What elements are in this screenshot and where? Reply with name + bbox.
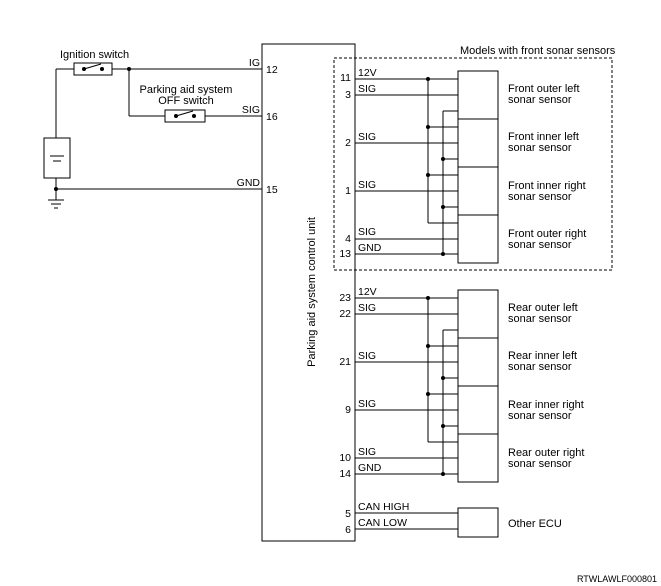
pin-label-sig-1: SIG [358, 179, 376, 191]
pin-label-can-high: CAN HIGH [358, 501, 409, 513]
front-sensor-box [457, 70, 499, 120]
rear-sensor-label: sonar sensor [508, 313, 572, 325]
ground-icon [48, 199, 64, 209]
control-unit-box [261, 43, 356, 542]
other-ecu-label: Other ECU [508, 518, 562, 530]
front-sensor-box [457, 166, 499, 216]
pin-number-16: 16 [266, 111, 278, 123]
parking-aid-switch-label-2: OFF switch [158, 95, 214, 107]
rear-sensor-label: Rear outer right [508, 447, 584, 459]
pin-number-13: 13 [339, 248, 351, 260]
junction-dot [54, 187, 58, 191]
ignition-switch-label: Ignition switch [60, 49, 129, 61]
pin-label-sig-2: SIG [358, 131, 376, 143]
rear-sensor-box [457, 289, 499, 339]
rear-sensor-label: sonar sensor [508, 410, 572, 422]
pin-label-sig-16: SIG [242, 104, 260, 116]
parking-aid-switch-symbol [164, 109, 206, 123]
rear-wiring [355, 289, 499, 483]
left-circuit [43, 62, 262, 209]
front-sensor-box [457, 214, 499, 264]
pin-label-sig-10: SIG [358, 446, 376, 458]
rear-sensor-box [457, 433, 499, 483]
front-sensor-label: sonar sensor [508, 142, 572, 154]
rear-sensor-label: Rear inner right [508, 399, 584, 411]
front-sensor-label: Front outer left [508, 83, 580, 95]
pin-label-sig-4: SIG [358, 226, 376, 238]
pin-number-11: 11 [340, 72, 351, 84]
other-ecu-box [457, 507, 499, 538]
pin-number-1: 1 [345, 185, 351, 197]
front-sensor-label: Front inner right [508, 180, 586, 192]
pin-label-gnd-15: GND [237, 177, 261, 189]
can-wiring [355, 507, 499, 538]
pin-label-ig: IG [249, 57, 260, 69]
pin-label-gnd-14: GND [358, 462, 382, 474]
rear-sensor-label: Rear outer left [508, 302, 578, 314]
front-sensor-label: Front outer right [508, 228, 586, 240]
pin-number-4: 4 [345, 233, 351, 245]
rear-sensor-box [457, 337, 499, 387]
pin-number-15: 15 [266, 184, 278, 196]
pin-label-gnd-13: GND [358, 242, 382, 254]
rear-sensor-box [457, 385, 499, 435]
pin-label-12v-front: 12V [358, 67, 377, 79]
pin-label-can-low: CAN LOW [358, 517, 407, 529]
rear-sensor-label: sonar sensor [508, 458, 572, 470]
pin-label-sig-9: SIG [358, 398, 376, 410]
pin-number-9: 9 [345, 404, 351, 416]
parking-aid-switch-label: Parking aid system [140, 84, 233, 96]
pin-label-sig-22: SIG [358, 302, 376, 314]
reference-code: RTWLAWLF000801 [577, 574, 657, 584]
pin-number-12: 12 [266, 64, 278, 76]
models-front-label: Models with front sonar sensors [460, 45, 616, 57]
pin-number-14: 14 [339, 468, 351, 480]
front-sensor-label: sonar sensor [508, 94, 572, 106]
pin-number-6: 6 [345, 524, 351, 536]
battery [43, 137, 71, 179]
pin-number-23: 23 [339, 292, 351, 304]
front-sensor-label: sonar sensor [508, 239, 572, 251]
pin-number-22: 22 [339, 308, 351, 320]
control-unit-label: Parking aid system control unit [306, 217, 318, 367]
pin-number-5: 5 [345, 508, 351, 520]
pin-number-3: 3 [345, 89, 351, 101]
pin-label-12v-rear: 12V [358, 286, 377, 298]
pin-number-10: 10 [339, 452, 351, 464]
pin-label-sig-3: SIG [358, 83, 376, 95]
front-sensor-label: Front inner left [508, 131, 579, 143]
ignition-switch-symbol [73, 62, 113, 76]
rear-sensor-label: Rear inner left [508, 350, 577, 362]
pin-label-sig-21: SIG [358, 350, 376, 362]
front-sensor-label: sonar sensor [508, 191, 572, 203]
front-wiring [355, 70, 499, 264]
pin-number-21: 21 [339, 356, 351, 368]
pin-number-2: 2 [345, 137, 351, 149]
front-sensor-box [457, 118, 499, 168]
rear-sensor-label: sonar sensor [508, 361, 572, 373]
